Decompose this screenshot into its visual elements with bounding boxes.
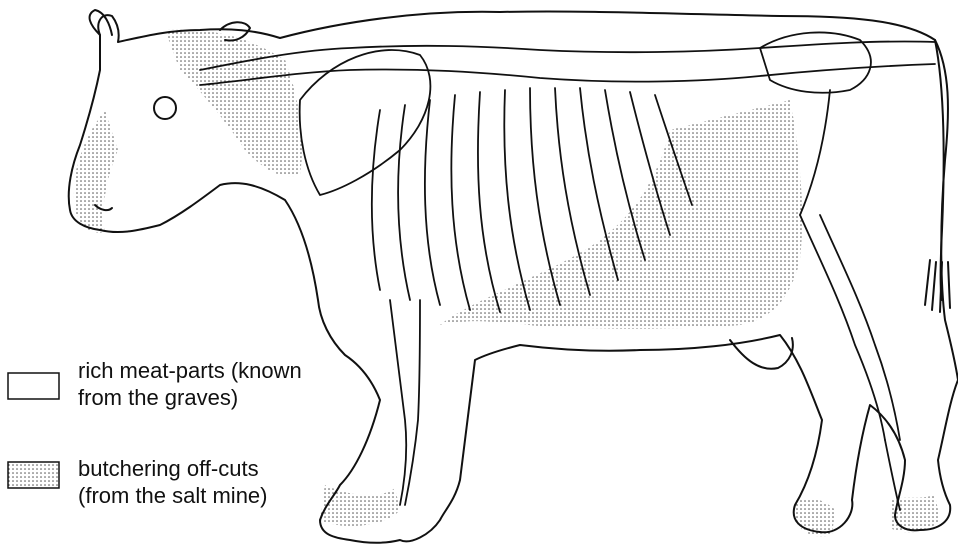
rib-5 <box>478 92 500 312</box>
tail-tip <box>925 260 950 312</box>
head-offcut <box>74 110 118 233</box>
ear-left <box>90 10 112 35</box>
swatch-offcuts <box>8 462 59 488</box>
swatch-rich-meat <box>8 373 59 399</box>
spine <box>200 41 935 70</box>
rib-4 <box>451 95 470 310</box>
neck-offcut <box>165 30 302 176</box>
hindleg-femur <box>800 90 830 215</box>
rib-6 <box>504 90 530 310</box>
eye <box>154 97 176 119</box>
front-hoof-offcut <box>320 485 400 526</box>
legend-rich-meat-line1: rich meat-parts (known <box>78 357 302 384</box>
legend-rich-meat-line2: from the graves) <box>78 384 238 411</box>
tail <box>935 40 944 300</box>
foreleg-bone <box>390 300 406 505</box>
legend-offcuts-line1: butchering off-cuts <box>78 455 259 482</box>
foreleg-bone2 <box>405 300 420 505</box>
spine-lower <box>200 64 935 85</box>
hindleg-tibia2 <box>820 215 900 440</box>
rib-1 <box>372 110 380 290</box>
rib-3 <box>425 100 440 305</box>
legend-offcuts-line2: (from the salt mine) <box>78 482 268 509</box>
rib-2 <box>398 105 410 300</box>
pelvis <box>760 32 871 92</box>
